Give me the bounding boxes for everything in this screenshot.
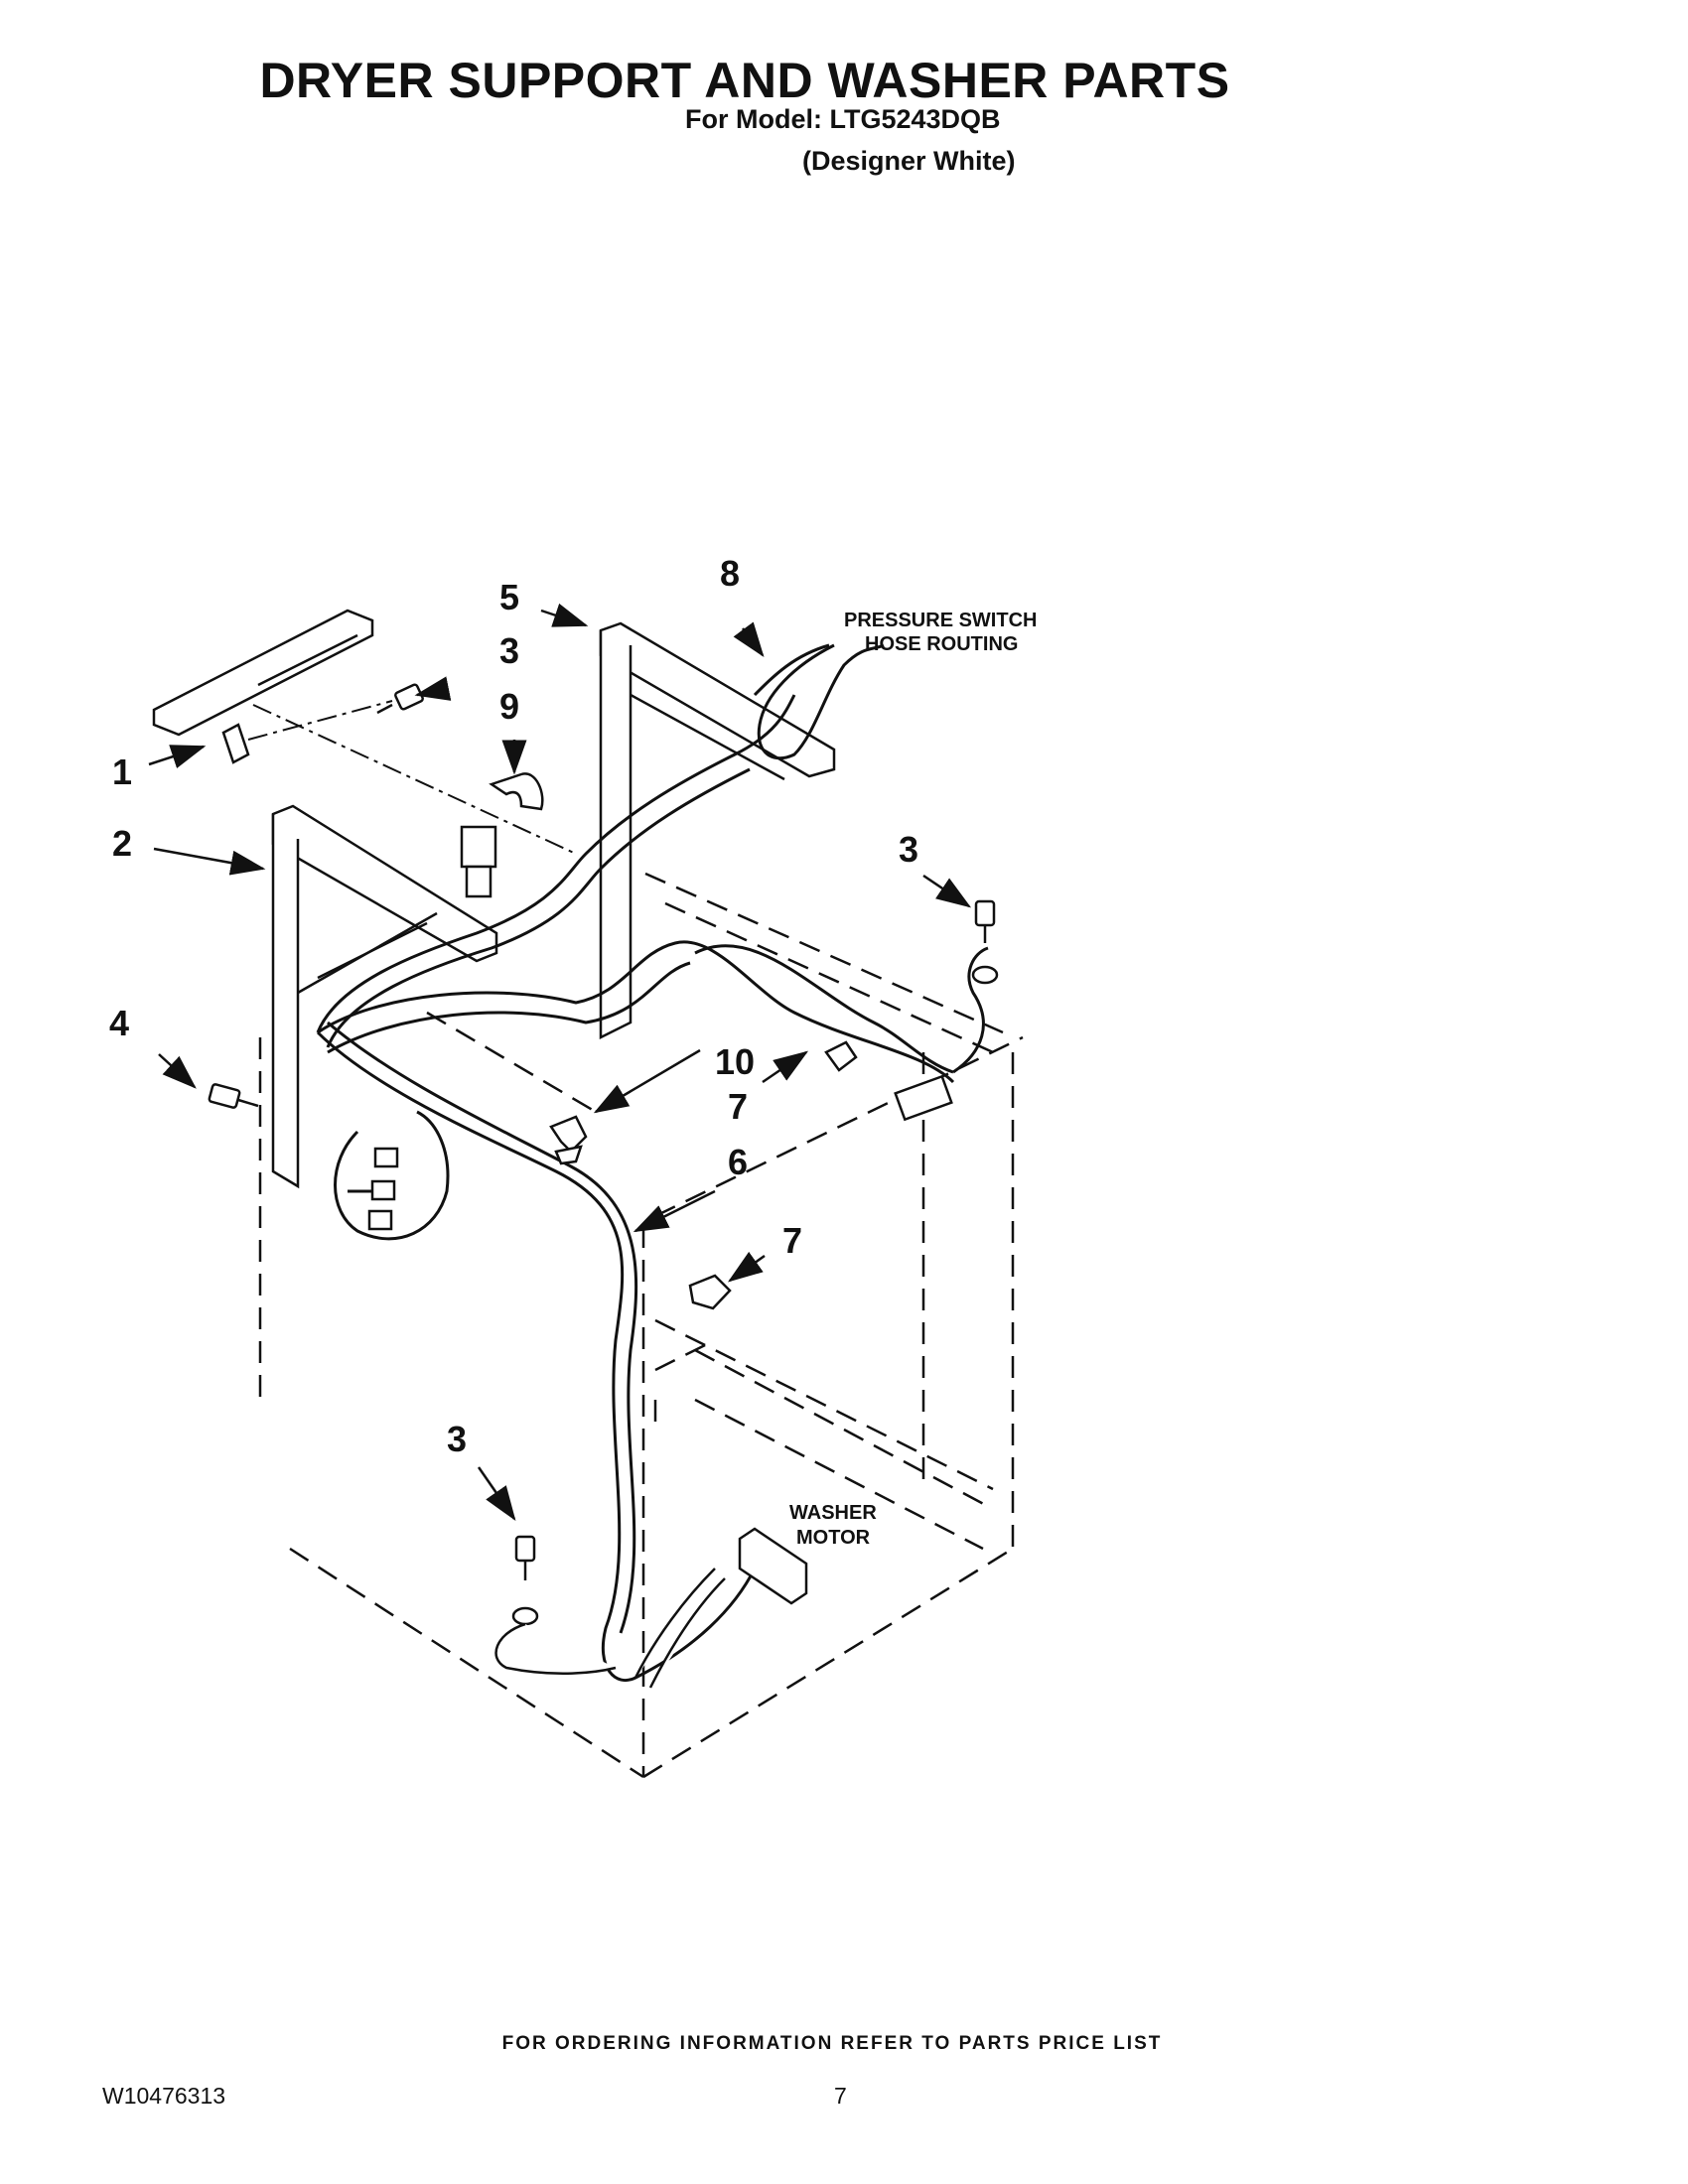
callout-4: 4	[109, 1003, 129, 1043]
screw-icon	[208, 1083, 259, 1109]
small-connectors-left	[367, 1147, 399, 1231]
part-9-clip	[489, 772, 544, 811]
note-pressure-switch-1: PRESSURE SWITCH	[844, 610, 1037, 631]
part-2-left-support	[271, 804, 498, 1189]
screw-icon	[971, 899, 999, 985]
callout-7-upper: 7	[728, 1086, 748, 1127]
callout-1: 1	[112, 751, 132, 792]
document-number: W10476313	[102, 2083, 226, 2109]
ordering-note: FOR ORDERING INFORMATION REFER TO PARTS …	[501, 2033, 1163, 2054]
callout-9: 9	[499, 686, 519, 727]
callout-7-lower: 7	[782, 1220, 802, 1261]
note-pressure-switch-2: HOSE ROUTING	[865, 633, 1018, 655]
leader-arrows	[148, 603, 972, 1522]
part-7-clip-lower	[688, 1274, 732, 1310]
screw-icon	[376, 683, 424, 715]
connector-upper	[460, 825, 497, 898]
part-1-bracket	[152, 609, 374, 764]
callout-10: 10	[715, 1041, 755, 1082]
note-washer-motor-1: WASHER	[789, 1502, 877, 1524]
cabinet-outline	[258, 872, 1024, 1779]
alignment-line	[247, 700, 577, 855]
callout-5: 5	[499, 577, 519, 617]
callout-3-bottom: 3	[447, 1419, 467, 1459]
part-8-pressure-hose	[757, 643, 885, 760]
note-washer-motor-2: MOTOR	[796, 1527, 871, 1549]
part-5-back-support	[599, 621, 836, 1040]
callout-6: 6	[728, 1142, 748, 1182]
connector-right	[894, 1074, 953, 1122]
page-title: DRYER SUPPORT AND WASHER PARTS	[259, 53, 1230, 108]
callout-2: 2	[112, 823, 132, 864]
page-number: 7	[834, 2083, 847, 2109]
screw-icon	[494, 1535, 617, 1675]
model-line: For Model: LTG5243DQB	[685, 104, 1001, 134]
connector-washer-motor	[633, 1527, 808, 1689]
callout-8: 8	[720, 553, 740, 594]
part-6-wire-harness	[316, 643, 989, 1682]
callout-3-right: 3	[899, 829, 918, 870]
color-line: (Designer White)	[802, 146, 1016, 176]
part-7-clip-upper	[824, 1040, 858, 1072]
part-10-clip	[549, 1115, 588, 1165]
callout-3-top: 3	[499, 630, 519, 671]
